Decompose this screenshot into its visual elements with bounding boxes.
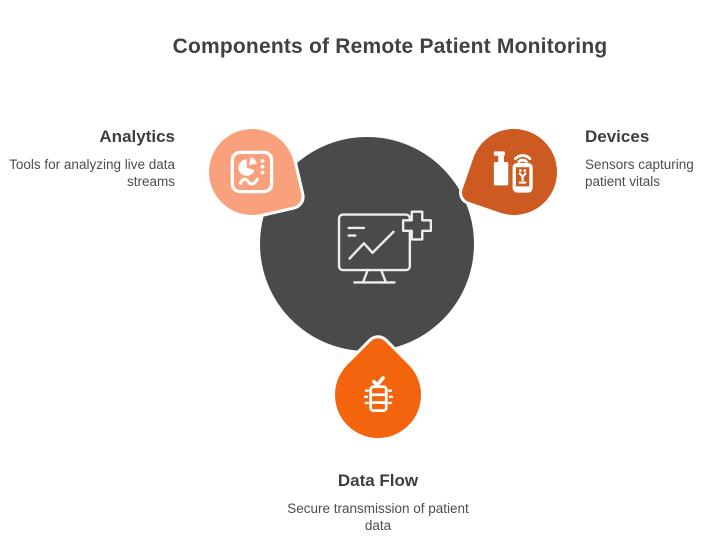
dataflow-heading: Data Flow bbox=[337, 471, 419, 490]
database-check-icon bbox=[356, 373, 400, 417]
page-title: Components of Remote Patient Monitoring bbox=[172, 35, 608, 58]
analytics-heading: Analytics bbox=[99, 127, 175, 146]
devices-label-block: Devices Sensors capturing patient vitals bbox=[585, 127, 721, 191]
medical-devices-icon bbox=[491, 149, 537, 195]
devices-heading: Devices bbox=[585, 127, 650, 146]
devices-description: Sensors capturing patient vitals bbox=[585, 157, 694, 190]
dataflow-description: Secure transmission of patient data bbox=[287, 501, 469, 534]
dataflow-bubble bbox=[312, 329, 444, 461]
dataflow-label-block: Data Flow Secure transmission of patient… bbox=[276, 471, 480, 535]
monitor-medical-plus-icon bbox=[336, 205, 433, 293]
analytics-bubble bbox=[196, 116, 308, 228]
analytics-description: Tools for analyzing live data streams bbox=[9, 157, 175, 190]
analytics-dashboard-icon bbox=[229, 149, 275, 195]
devices-bubble bbox=[455, 113, 573, 231]
analytics-label-block: Analytics Tools for analyzing live data … bbox=[5, 127, 175, 191]
